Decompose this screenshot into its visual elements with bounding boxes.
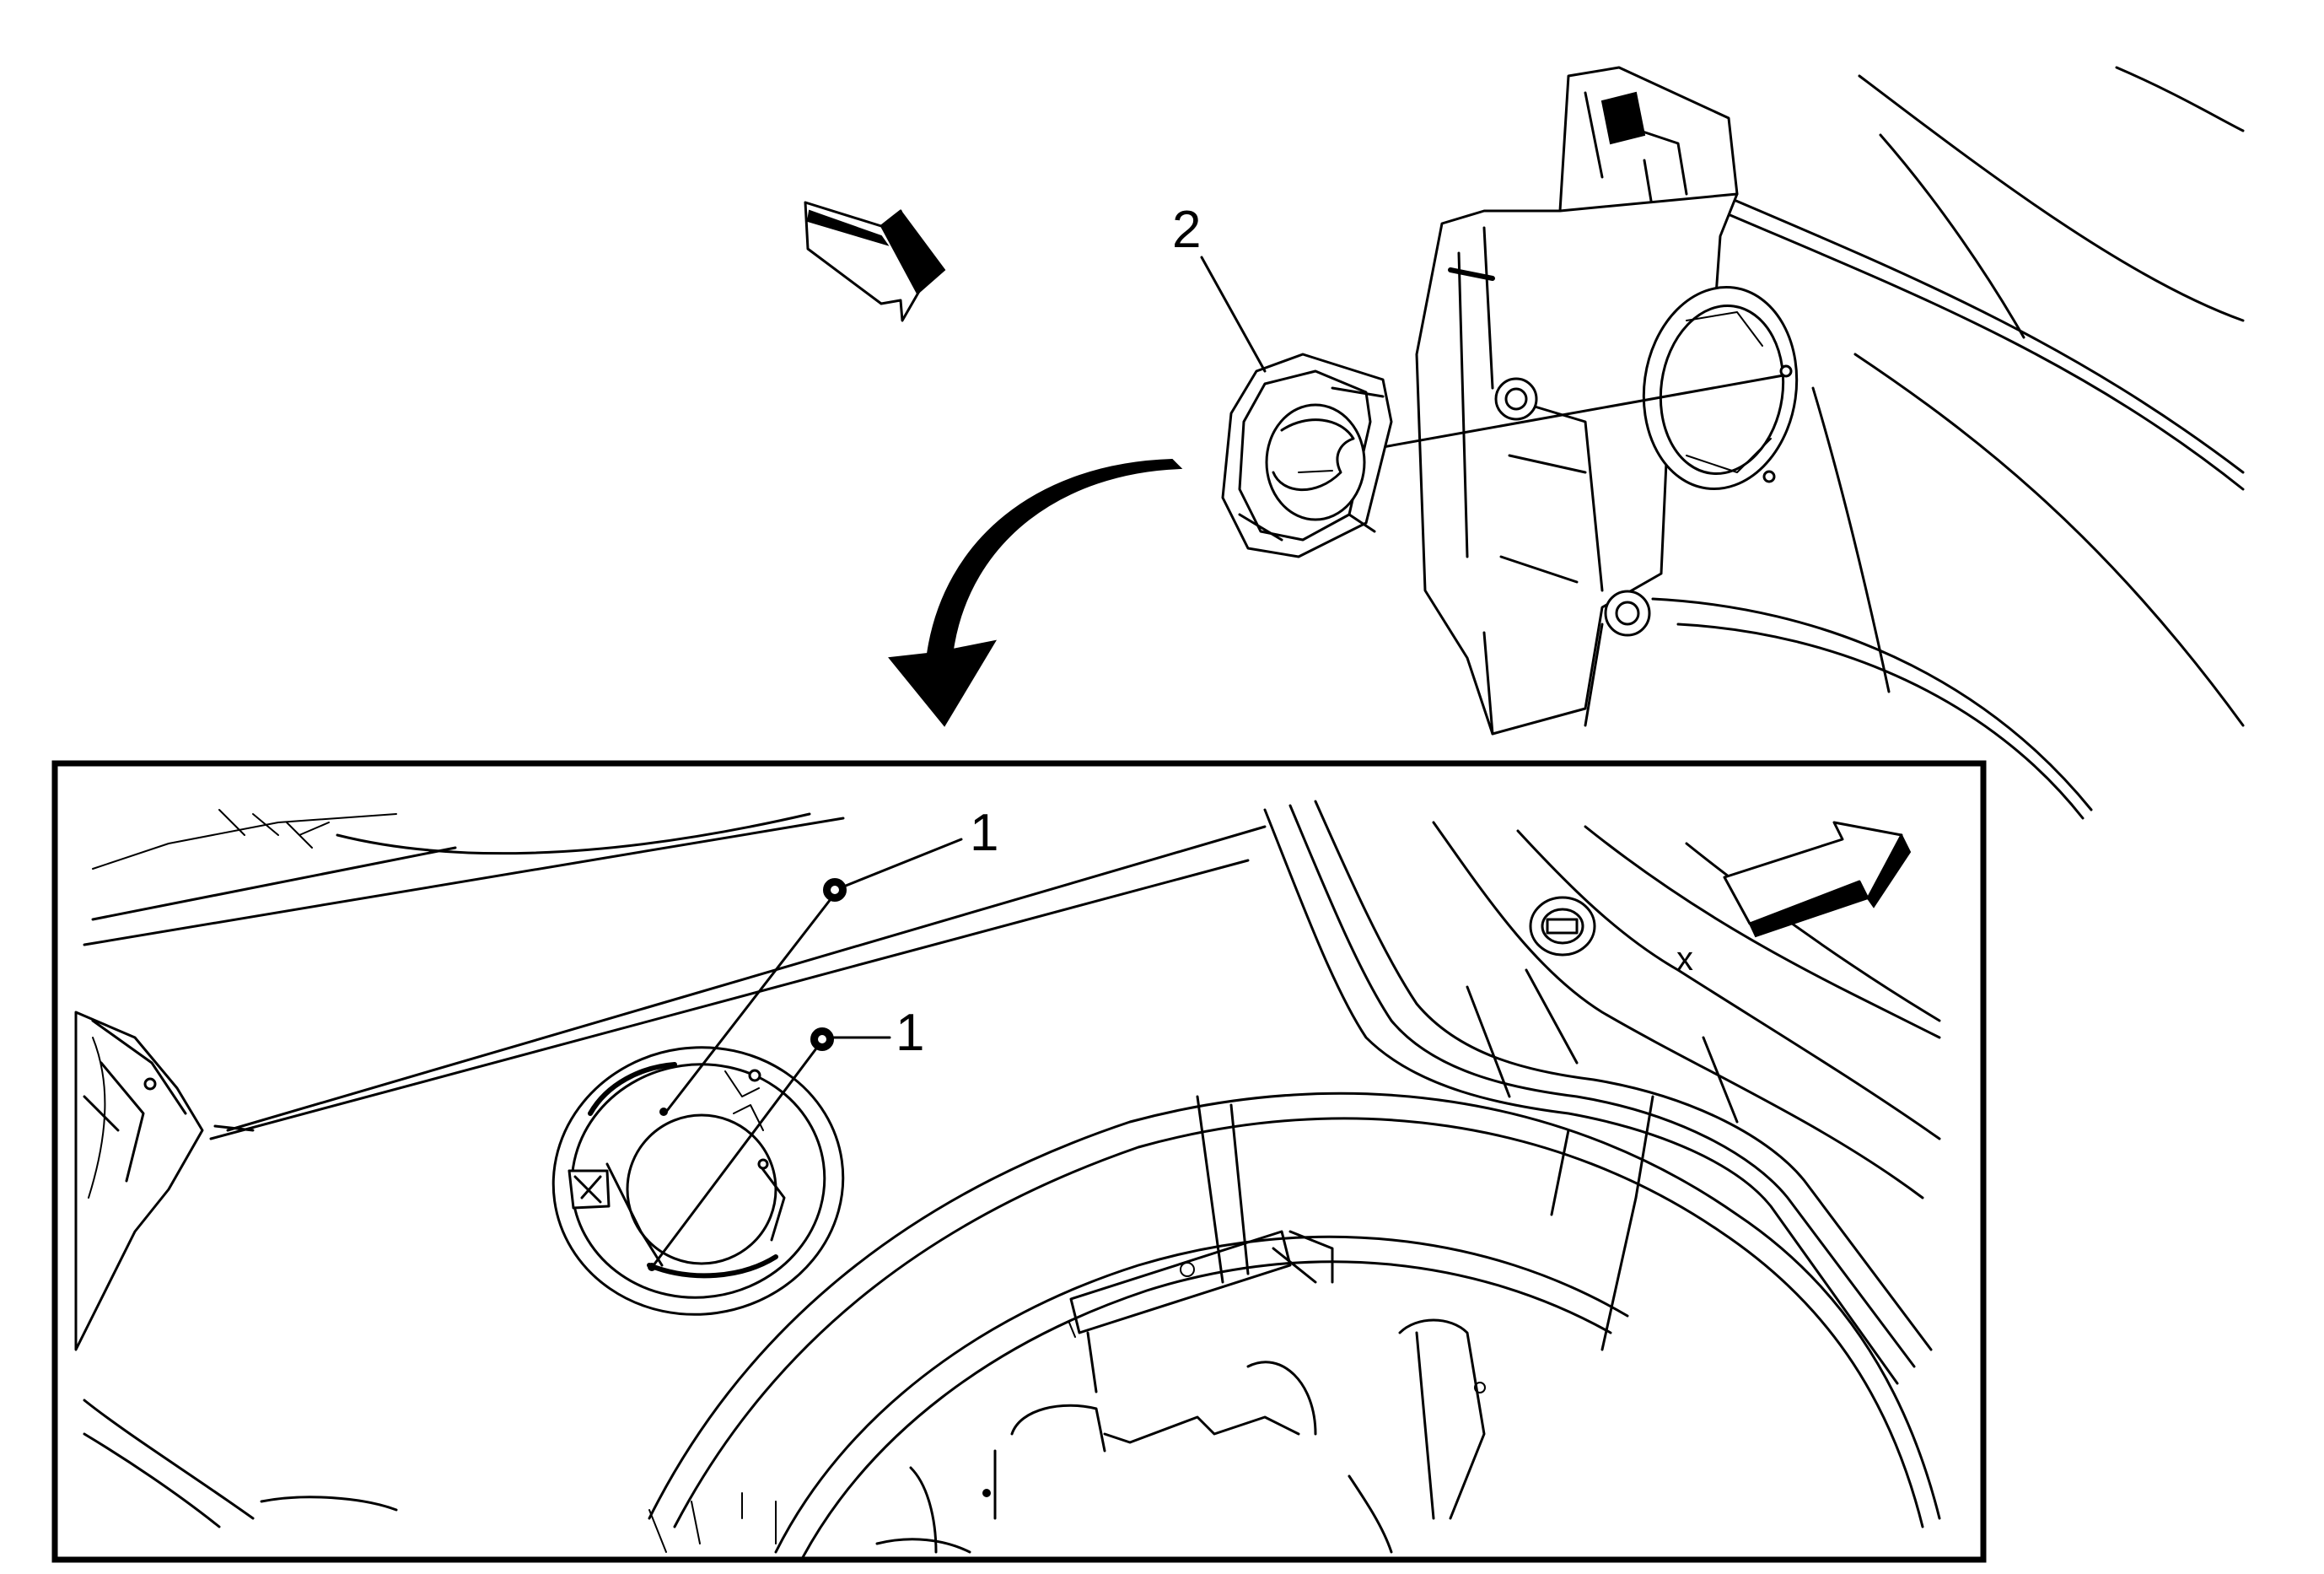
detail-inset: x 1 <box>51 760 1987 1563</box>
detail-frame <box>51 760 1987 1563</box>
fuel-door-opening <box>551 1046 845 1316</box>
callout-2-label: 2 <box>1172 201 1201 259</box>
callout-part-2: 2 <box>1172 201 1267 373</box>
body-grommet <box>1529 896 1596 957</box>
detail-reference-arrow <box>888 458 1183 727</box>
callout-part-1-upper: 1 <box>664 804 998 1113</box>
fuel-fill-pocket-housing <box>1221 353 1393 558</box>
view-direction-arrow-detail <box>1723 821 1912 938</box>
x-mark: x <box>1676 941 1693 978</box>
callout-part-1-lower: 1 <box>652 1004 924 1267</box>
view-direction-arrow-upper <box>804 201 946 322</box>
callout-1-lower-label: 1 <box>896 1004 924 1062</box>
callout-1-upper-label: 1 <box>970 804 998 862</box>
vehicle-quarter-panel <box>1381 66 2245 820</box>
